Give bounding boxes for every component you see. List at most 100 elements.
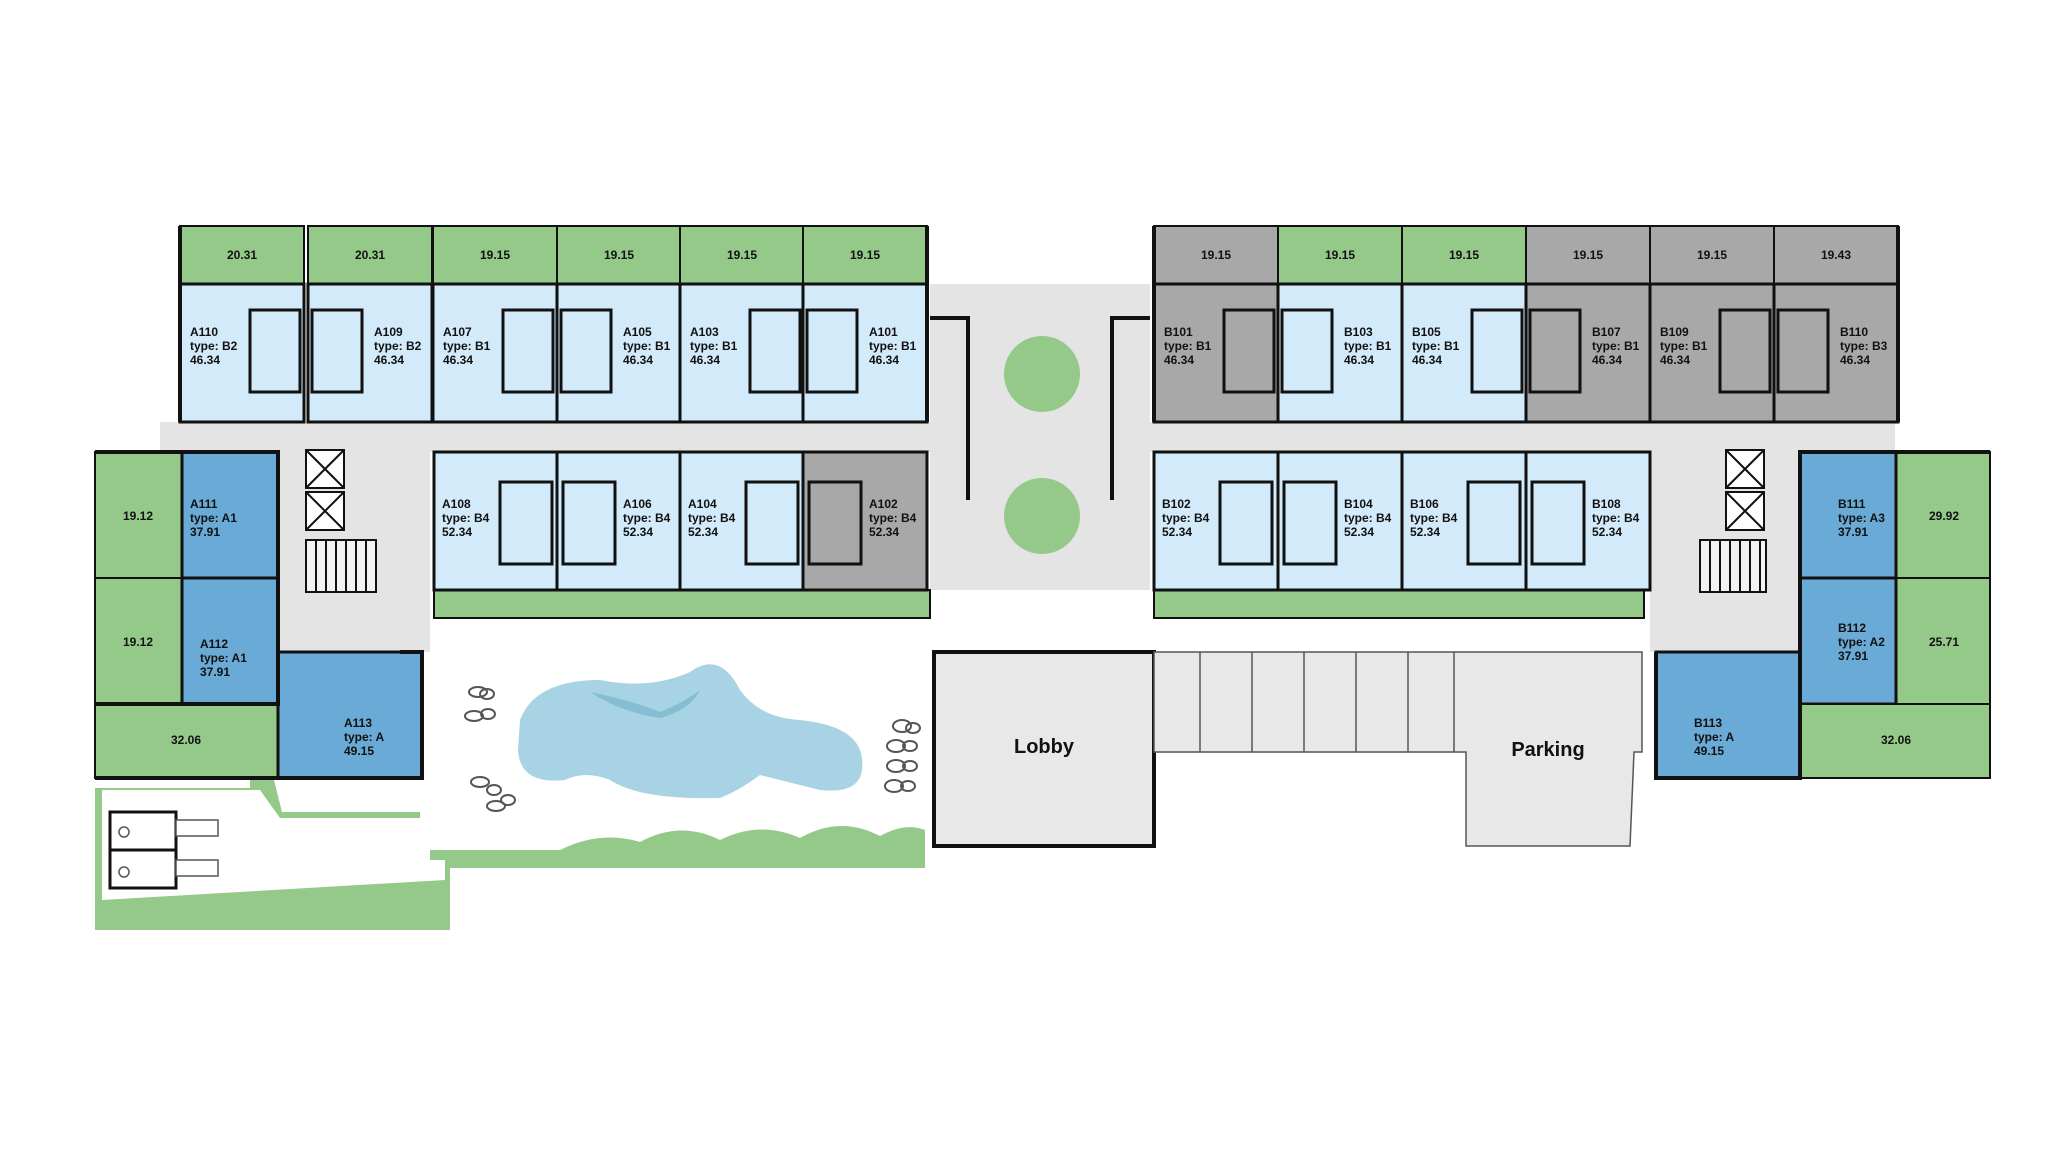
unit-area: 46.34 bbox=[374, 353, 404, 367]
unit-id: B113 bbox=[1694, 716, 1722, 730]
unit-area: 46.34 bbox=[1344, 353, 1374, 367]
terrace-area: 19.15 bbox=[1325, 248, 1355, 262]
unit-area: 49.15 bbox=[344, 744, 374, 758]
terrace-area: 32.06 bbox=[1881, 733, 1911, 747]
unit-area: 37.91 bbox=[200, 665, 230, 679]
garden-lawn bbox=[95, 780, 925, 930]
unit-id: A113 bbox=[344, 716, 372, 730]
terrace-area: 19.15 bbox=[604, 248, 634, 262]
terrace-area: 19.15 bbox=[1201, 248, 1231, 262]
unit-type: type: B4 bbox=[1344, 511, 1392, 525]
unit-type: type: B4 bbox=[623, 511, 671, 525]
unit-id: A111 bbox=[190, 497, 218, 511]
unit-area: 37.91 bbox=[1838, 649, 1868, 663]
unit-type: type: B4 bbox=[1592, 511, 1640, 525]
lounge-chairs bbox=[464, 686, 921, 812]
terrace-area: 20.31 bbox=[355, 248, 385, 262]
unit-id: B108 bbox=[1592, 497, 1621, 511]
terrace-strip-a bbox=[433, 589, 931, 619]
unit-id: A106 bbox=[623, 497, 652, 511]
terrace-area: 19.15 bbox=[1449, 248, 1479, 262]
parking[interactable]: Parking bbox=[1153, 651, 1643, 847]
unit-id: A109 bbox=[374, 325, 403, 339]
unit-type: type: B1 bbox=[623, 339, 671, 353]
unit-type: type: B4 bbox=[688, 511, 736, 525]
unit-area: 52.34 bbox=[442, 525, 472, 539]
unit-type: type: B4 bbox=[869, 511, 917, 525]
unit-area: 49.15 bbox=[1694, 744, 1724, 758]
unit-area: 52.34 bbox=[1410, 525, 1440, 539]
unit-type: type: B1 bbox=[1660, 339, 1708, 353]
terrace-area: 19.12 bbox=[123, 509, 153, 523]
unit-type: type: B4 bbox=[1162, 511, 1210, 525]
terrace-area: 19.15 bbox=[850, 248, 880, 262]
unit-type: type: B1 bbox=[869, 339, 917, 353]
unit-type: type: B4 bbox=[442, 511, 490, 525]
unit-type: type: B1 bbox=[443, 339, 491, 353]
unit-type: type: B1 bbox=[1344, 339, 1392, 353]
unit-area: 37.91 bbox=[190, 525, 220, 539]
pool bbox=[518, 664, 863, 799]
unit-area: 52.34 bbox=[623, 525, 653, 539]
courtyard-walls bbox=[930, 316, 1150, 500]
terrace-area: 19.12 bbox=[123, 635, 153, 649]
unit-area: 46.34 bbox=[1840, 353, 1870, 367]
exterior-walls bbox=[95, 226, 1990, 780]
unit-area: 46.34 bbox=[690, 353, 720, 367]
courtyard bbox=[930, 284, 1150, 590]
terrace-strip-b bbox=[1153, 589, 1645, 619]
unit-id: B105 bbox=[1412, 325, 1441, 339]
terrace-area: 19.15 bbox=[1697, 248, 1727, 262]
unit-area: 46.34 bbox=[1660, 353, 1690, 367]
unit-id: A103 bbox=[690, 325, 719, 339]
lobby-label: Lobby bbox=[1014, 736, 1075, 758]
unit-area: 52.34 bbox=[869, 525, 899, 539]
unit-id: B104 bbox=[1344, 497, 1373, 511]
terrace-area: 29.92 bbox=[1929, 509, 1959, 523]
unit-type: type: B3 bbox=[1840, 339, 1888, 353]
unit-type: type: A bbox=[1694, 730, 1735, 744]
unit-id: A112 bbox=[200, 637, 228, 651]
unit-area: 46.34 bbox=[1164, 353, 1194, 367]
unit-area: 52.34 bbox=[688, 525, 718, 539]
unit-id: B112 bbox=[1838, 621, 1866, 635]
unit-id: A107 bbox=[443, 325, 472, 339]
unit-area: 46.34 bbox=[1592, 353, 1622, 367]
terrace-area: 20.31 bbox=[227, 248, 257, 262]
unit-id: A101 bbox=[869, 325, 898, 339]
unit-type: type: B1 bbox=[690, 339, 738, 353]
unit-area: 52.34 bbox=[1592, 525, 1622, 539]
terrace-area: 25.71 bbox=[1929, 635, 1959, 649]
lobby[interactable]: Lobby bbox=[932, 650, 1156, 848]
stairs-elevator-left bbox=[305, 449, 377, 593]
unit-area: 52.34 bbox=[1162, 525, 1192, 539]
